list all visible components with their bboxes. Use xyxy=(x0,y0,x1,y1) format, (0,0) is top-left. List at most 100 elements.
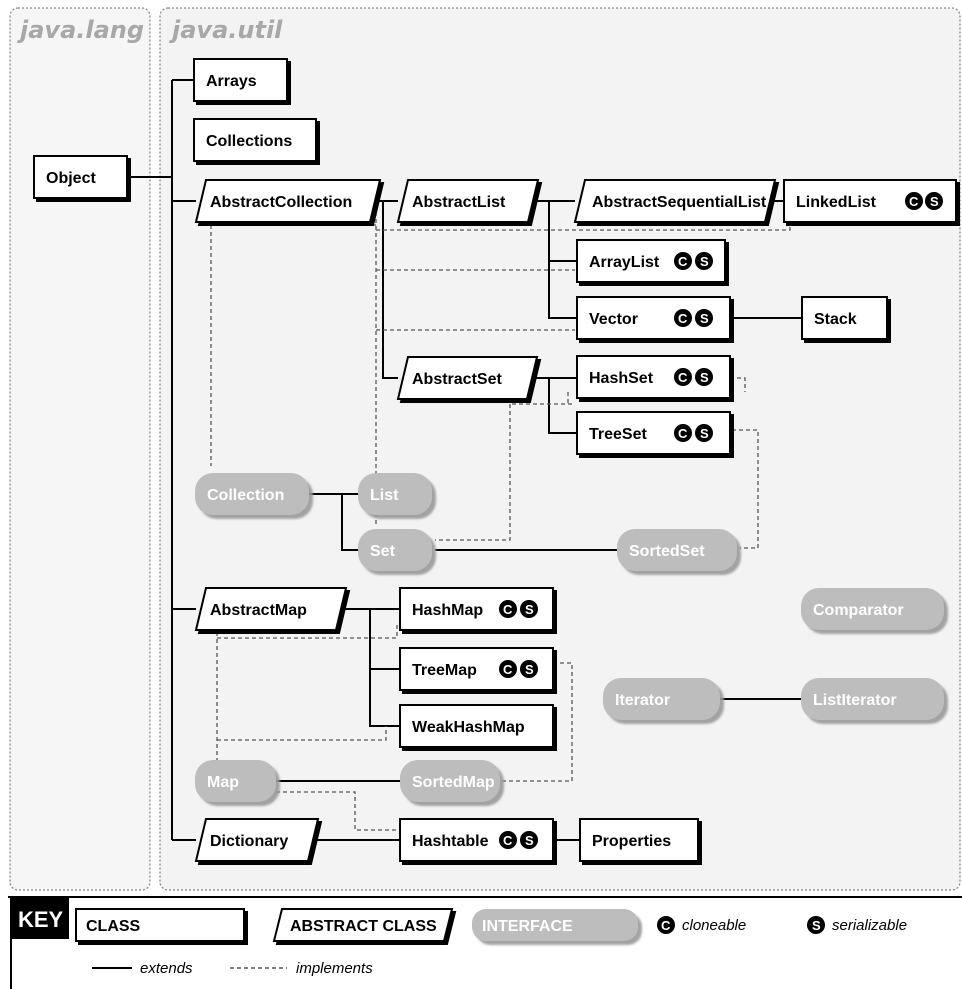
interface-list: List xyxy=(358,473,432,515)
class-linkedlist: LinkedList C S xyxy=(783,179,957,223)
svg-text:C: C xyxy=(678,370,688,385)
serializable-icon xyxy=(925,192,943,210)
serializable-icon xyxy=(520,831,538,849)
cloneable-icon xyxy=(905,192,923,210)
class-arrays-label: Arrays xyxy=(206,73,257,90)
interface-map: Map xyxy=(195,760,276,802)
interface-sortedmap-label: SortedMap xyxy=(412,774,495,791)
class-weakhashmap-label: WeakHashMap xyxy=(412,719,525,736)
class-properties-label: Properties xyxy=(592,833,671,850)
class-treemap: TreeMap C S xyxy=(399,647,554,691)
java-util-package-label: java.util xyxy=(168,16,283,44)
abstract-class-abstractmap: AbstractMap xyxy=(194,587,348,631)
serializable-icon xyxy=(520,660,538,678)
class-collections: Collections xyxy=(193,118,317,162)
class-stack-label: Stack xyxy=(814,311,857,328)
svg-text:C: C xyxy=(503,602,513,617)
svg-text:C: C xyxy=(678,254,688,269)
legend-abstract-class-label: ABSTRACT CLASS xyxy=(290,918,437,935)
legend-serializable-label: serializable xyxy=(832,917,907,934)
class-stack: Stack xyxy=(801,296,888,340)
interface-list-label: List xyxy=(370,487,399,504)
interface-set: Set xyxy=(358,529,432,571)
java-util-package-panel xyxy=(159,7,961,891)
abstract-class-dictionary: Dictionary xyxy=(194,818,320,862)
class-hashtable: Hashtable C S xyxy=(399,818,554,862)
class-collections-label: Collections xyxy=(206,133,292,150)
class-object-label: Object xyxy=(46,170,96,187)
class-properties: Properties xyxy=(579,818,699,862)
dictionary-label: Dictionary xyxy=(210,833,288,850)
class-hashset: HashSet C S xyxy=(576,355,731,399)
java-lang-package-label: java.lang xyxy=(16,16,144,44)
class-arrays: Arrays xyxy=(193,58,288,102)
class-linkedlist-label: LinkedList xyxy=(796,194,877,211)
interface-map-label: Map xyxy=(207,774,239,791)
svg-text:C: C xyxy=(909,194,919,209)
cloneable-icon xyxy=(657,916,675,934)
svg-text:S: S xyxy=(700,254,709,269)
svg-text:S: S xyxy=(700,370,709,385)
svg-text:S: S xyxy=(812,918,821,933)
abstractsequentiallist-label: AbstractSequentialList xyxy=(592,194,767,211)
interface-iterator-label: Iterator xyxy=(615,692,670,709)
legend-key-box xyxy=(11,897,69,939)
serializable-icon xyxy=(695,424,713,442)
class-hashtable-label: Hashtable xyxy=(412,833,489,850)
cloneable-icon xyxy=(499,600,517,618)
abstractmap-label: AbstractMap xyxy=(210,602,307,619)
serializable-icon xyxy=(807,916,825,934)
interface-listiterator: ListIterator xyxy=(801,678,944,720)
class-object: Object xyxy=(33,155,128,199)
interface-sortedset: SortedSet xyxy=(617,529,737,571)
cloneable-icon xyxy=(674,252,692,270)
cloneable-icon xyxy=(499,660,517,678)
svg-text:C: C xyxy=(503,662,513,677)
serializable-icon xyxy=(695,368,713,386)
legend-cloneable-label: cloneable xyxy=(682,917,746,934)
svg-text:S: S xyxy=(700,311,709,326)
interface-sortedmap: SortedMap xyxy=(400,760,500,802)
serializable-icon xyxy=(520,600,538,618)
serializable-icon xyxy=(695,252,713,270)
abstractset-label: AbstractSet xyxy=(412,371,502,388)
legend-interface-label: INTERFACE xyxy=(482,918,573,935)
class-treemap-label: TreeMap xyxy=(412,662,477,679)
serializable-icon xyxy=(695,309,713,327)
legend-key-title: KEY xyxy=(18,907,64,932)
java-lang-package-panel xyxy=(9,7,151,891)
class-treeset-label: TreeSet xyxy=(589,426,647,443)
class-hashmap-label: HashMap xyxy=(412,602,483,619)
class-vector-label: Vector xyxy=(589,311,638,328)
cloneable-icon xyxy=(674,424,692,442)
svg-text:C: C xyxy=(661,918,671,933)
interface-comparator: Comparator xyxy=(801,588,944,630)
class-hashmap: HashMap C S xyxy=(399,587,554,631)
svg-text:S: S xyxy=(525,602,534,617)
class-weakhashmap: WeakHashMap xyxy=(399,704,554,748)
interface-collection-label: Collection xyxy=(207,487,284,504)
svg-text:S: S xyxy=(525,662,534,677)
interface-listiterator-label: ListIterator xyxy=(813,692,897,709)
cloneable-icon xyxy=(674,309,692,327)
cloneable-icon xyxy=(499,831,517,849)
class-hashset-label: HashSet xyxy=(589,370,654,387)
abstract-class-abstractlist: AbstractList xyxy=(396,179,540,223)
abstract-class-abstractsequentiallist: AbstractSequentialList xyxy=(573,179,777,223)
svg-text:S: S xyxy=(700,426,709,441)
abstractcollection-label: AbstractCollection xyxy=(210,194,352,211)
svg-text:S: S xyxy=(930,194,939,209)
legend-extends-label: extends xyxy=(140,960,193,977)
legend-implements-label: implements xyxy=(296,960,373,977)
svg-text:C: C xyxy=(678,311,688,326)
interface-comparator-label: Comparator xyxy=(813,602,904,619)
interface-set-label: Set xyxy=(370,543,396,560)
abstract-class-abstractset: AbstractSet xyxy=(396,356,539,400)
abstract-class-abstractcollection: AbstractCollection xyxy=(194,179,382,223)
cloneable-icon xyxy=(674,368,692,386)
legend: KEY CLASS ABSTRACT CLASS INTERFACE C clo… xyxy=(8,896,962,989)
svg-text:S: S xyxy=(525,833,534,848)
interface-iterator: Iterator xyxy=(603,678,720,720)
interface-sortedset-label: SortedSet xyxy=(629,543,705,560)
